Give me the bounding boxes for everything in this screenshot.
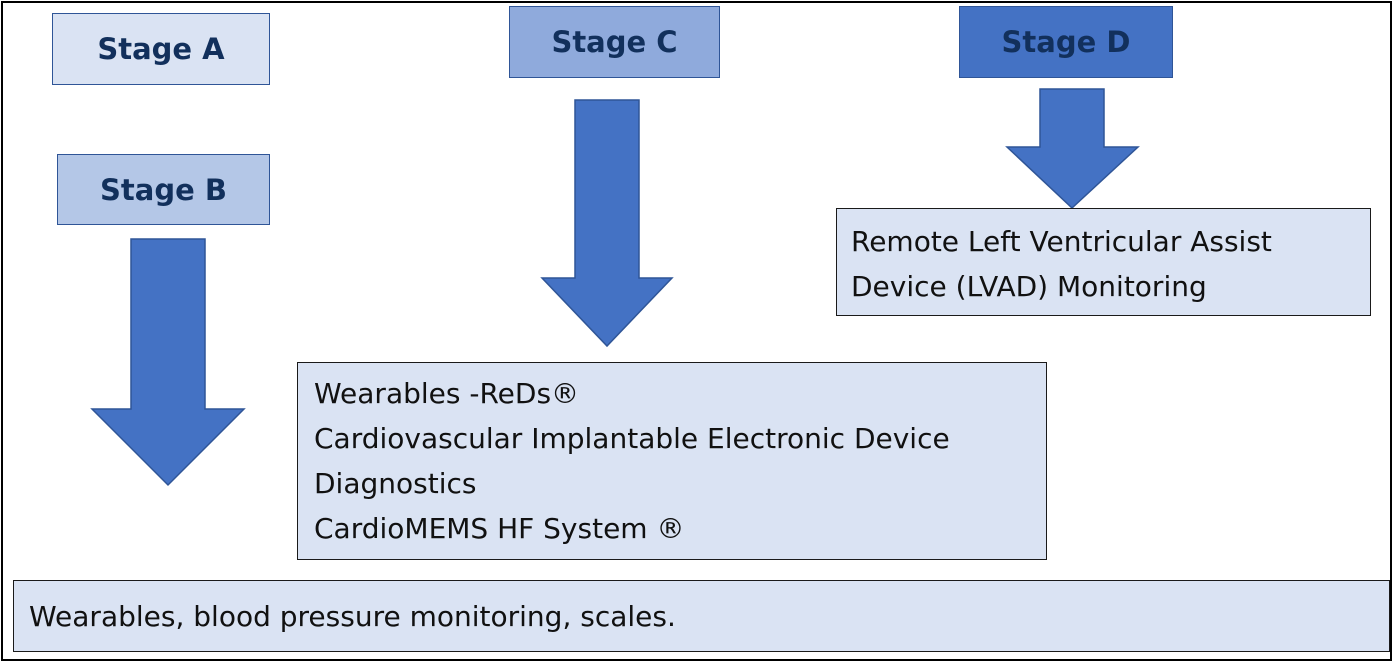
- stage-b-box: Stage B: [57, 154, 270, 225]
- stage-d-label: Stage D: [1001, 25, 1131, 59]
- stage-c-methods-box: Wearables -ReDs® Cardiovascular Implanta…: [297, 362, 1047, 560]
- stage-c-line-1: Wearables -ReDs®: [314, 377, 580, 410]
- stage-a-label: Stage A: [97, 32, 225, 66]
- stage-d-line-1: Remote Left Ventricular Assist: [851, 225, 1272, 258]
- stage-d-box: Stage D: [959, 6, 1173, 78]
- stage-d-methods-box: Remote Left Ventricular Assist Device (L…: [836, 208, 1371, 316]
- stage-d-arrow: [1005, 88, 1140, 210]
- stage-c-label: Stage C: [551, 25, 678, 59]
- stage-d-line-2: Device (LVAD) Monitoring: [851, 270, 1207, 303]
- stage-b-arrow: [90, 238, 246, 487]
- stage-c-line-2: Cardiovascular Implantable Electronic De…: [314, 422, 950, 455]
- stage-b-label: Stage B: [100, 172, 227, 207]
- stage-b-methods-box: Wearables, blood pressure monitoring, sc…: [13, 580, 1390, 652]
- stage-c-line-4: CardioMEMS HF System ®: [314, 512, 685, 545]
- stage-b-methods-text: Wearables, blood pressure monitoring, sc…: [29, 600, 676, 633]
- stage-c-line-3: Diagnostics: [314, 467, 477, 500]
- stage-c-box: Stage C: [509, 6, 720, 78]
- stage-a-box: Stage A: [52, 13, 270, 85]
- stage-c-arrow: [540, 99, 674, 348]
